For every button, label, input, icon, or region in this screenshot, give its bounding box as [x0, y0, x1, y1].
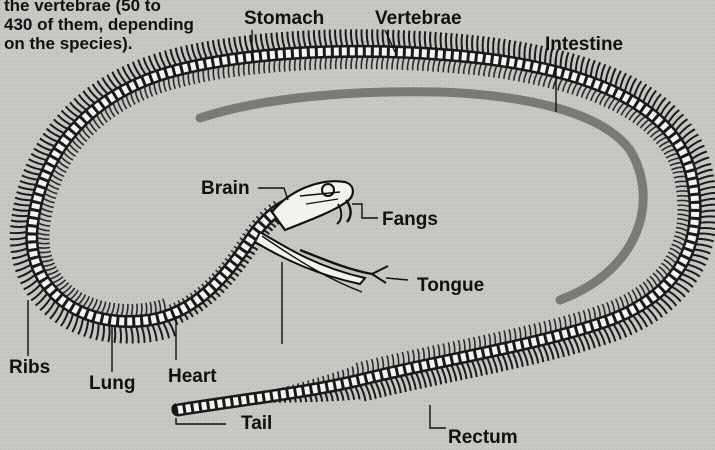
label-ribs: Ribs [9, 358, 50, 377]
label-stomach: Stomach [244, 9, 324, 28]
label-rectum: Rectum [448, 428, 518, 447]
intro-line: on the species). [4, 34, 194, 53]
intro-caption: the vertebrae (50 to 430 of them, depend… [4, 0, 194, 53]
label-lung: Lung [89, 374, 135, 393]
intro-line: 430 of them, depending [4, 15, 194, 34]
label-brain: Brain [201, 179, 250, 198]
label-intestine: Intestine [545, 35, 623, 54]
intro-line: the vertebrae (50 to [4, 0, 194, 15]
label-tail: Tail [241, 414, 272, 433]
label-fangs: Fangs [382, 210, 438, 229]
label-tongue: Tongue [417, 276, 484, 295]
label-heart: Heart [168, 367, 217, 386]
label-vertebrae: Vertebrae [375, 9, 462, 28]
